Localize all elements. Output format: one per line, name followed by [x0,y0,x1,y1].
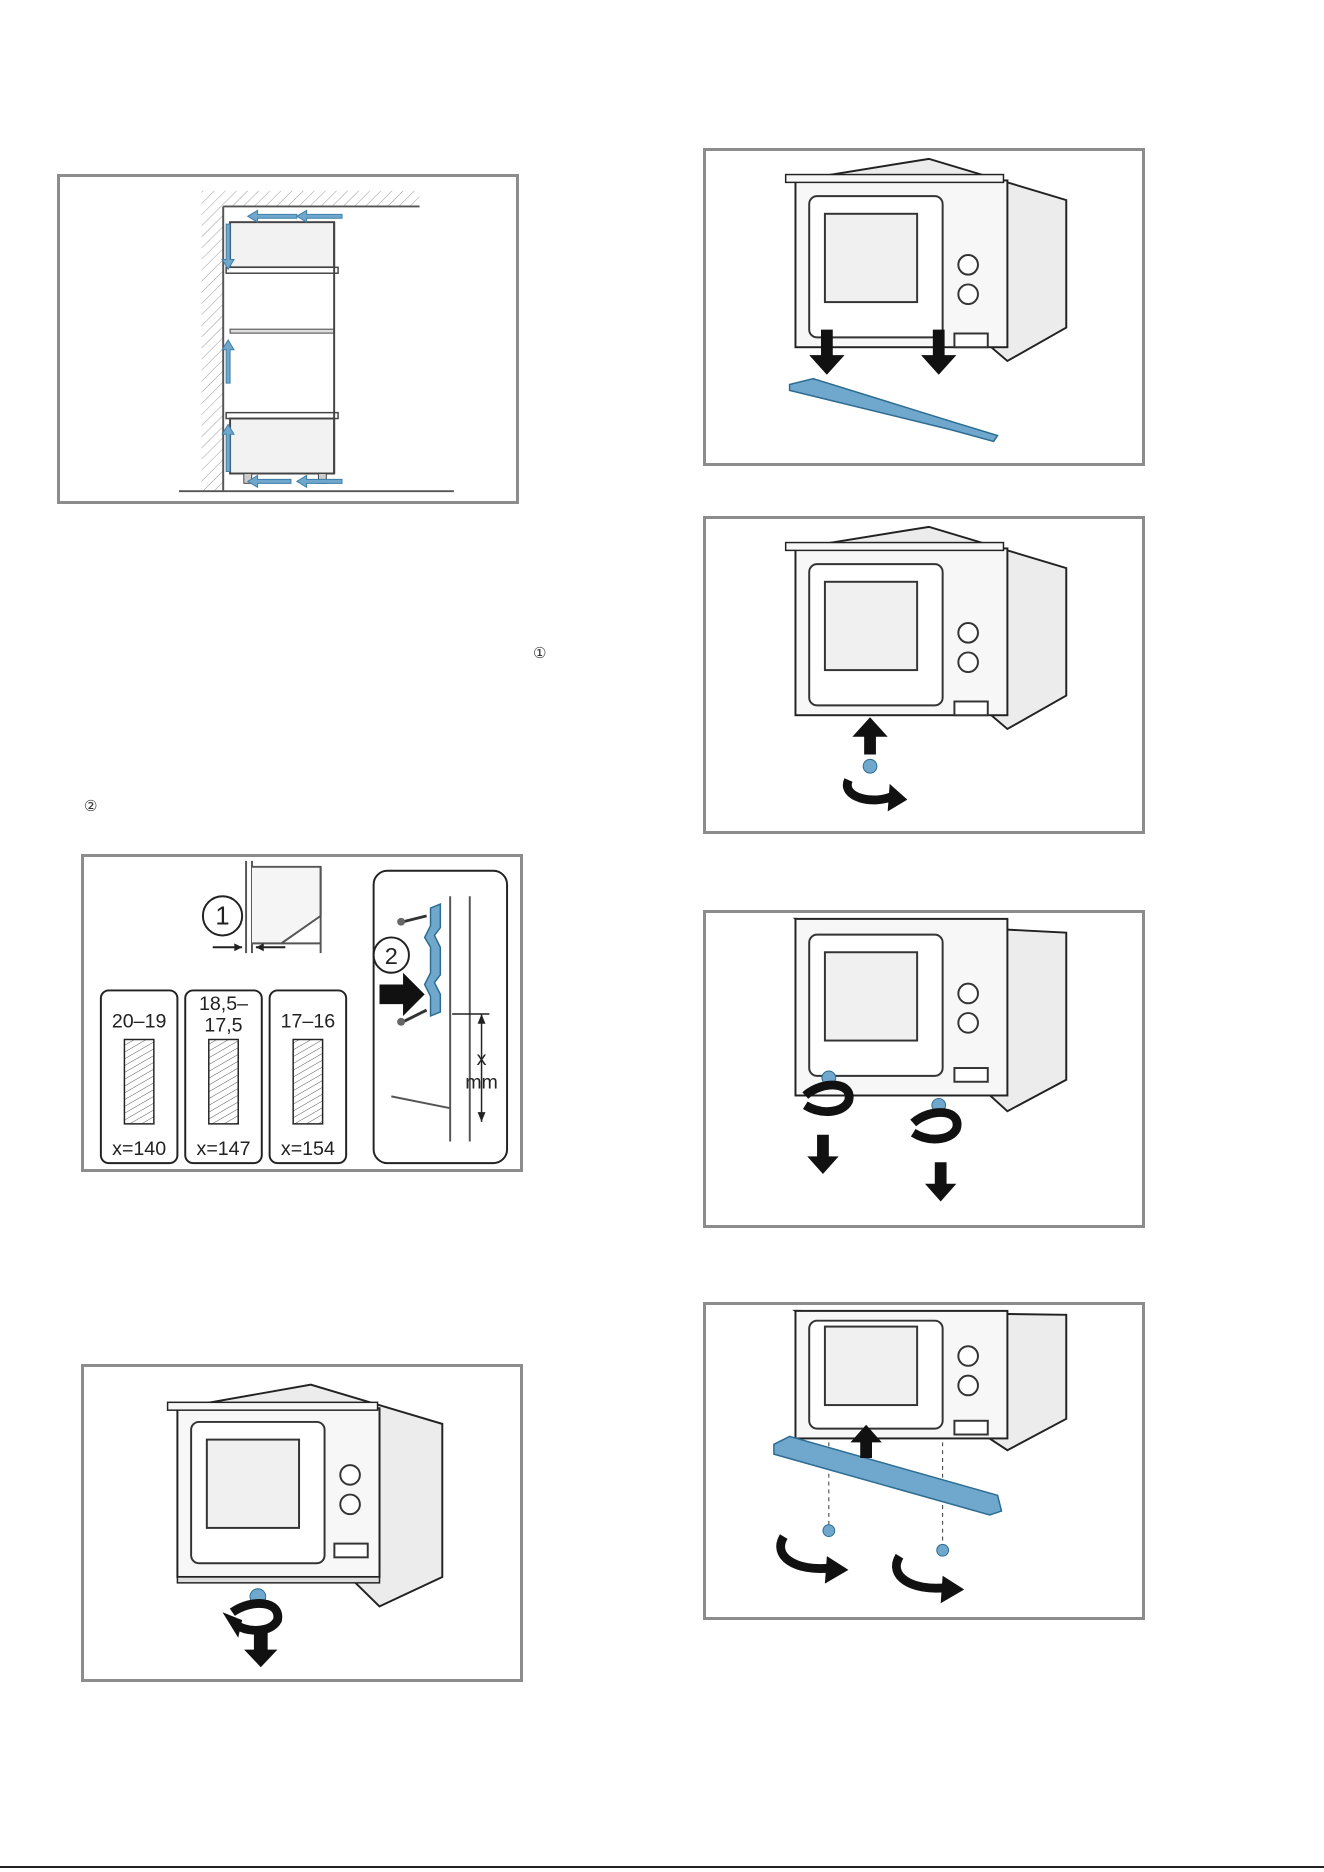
cabinet-install-diagram: 1 20–19 x=140 18,5– 17,5 x=147 17–16 x=1… [84,857,520,1169]
fix-bracket-diagram [706,1305,1142,1617]
marker-2-label: 2 [385,943,398,969]
x-value-2: x=147 [197,1138,251,1160]
two-screws-figure [703,910,1145,1228]
dimension-unit: mm [465,1072,498,1094]
single-screw-diagram [84,1367,520,1679]
fix-bracket-figure [703,1302,1145,1620]
dimension-x: x [477,1048,487,1070]
ventilation-figure [57,174,519,504]
screw-from-below-figure [703,516,1145,834]
thickness-range-2b: 17,5 [204,1015,242,1037]
two-screws-diagram [706,913,1142,1225]
thickness-panel-1: 20–19 x=140 [101,990,178,1163]
x-value-1: x=140 [112,1138,166,1160]
thickness-range-3: 17–16 [281,1011,336,1033]
ventilation-diagram [60,177,516,501]
callout-marker-1: ① [533,644,546,662]
thickness-range-1: 20–19 [112,1011,167,1033]
thickness-panel-3: 17–16 x=154 [270,990,347,1163]
mount-bracket-diagram [706,151,1142,463]
x-value-3: x=154 [281,1138,335,1160]
single-screw-figure [81,1364,523,1682]
mount-bracket-figure [703,148,1145,466]
page-bottom-rule [0,1866,1324,1868]
screw-from-below-diagram [706,519,1142,831]
thickness-panel-2: 18,5– 17,5 x=147 [185,990,262,1163]
marker-1-label: 1 [215,903,229,931]
thickness-range-2a: 18,5– [199,993,248,1015]
cabinet-install-figure: 1 20–19 x=140 18,5– 17,5 x=147 17–16 x=1… [81,854,523,1172]
callout-marker-2: ② [84,797,97,815]
